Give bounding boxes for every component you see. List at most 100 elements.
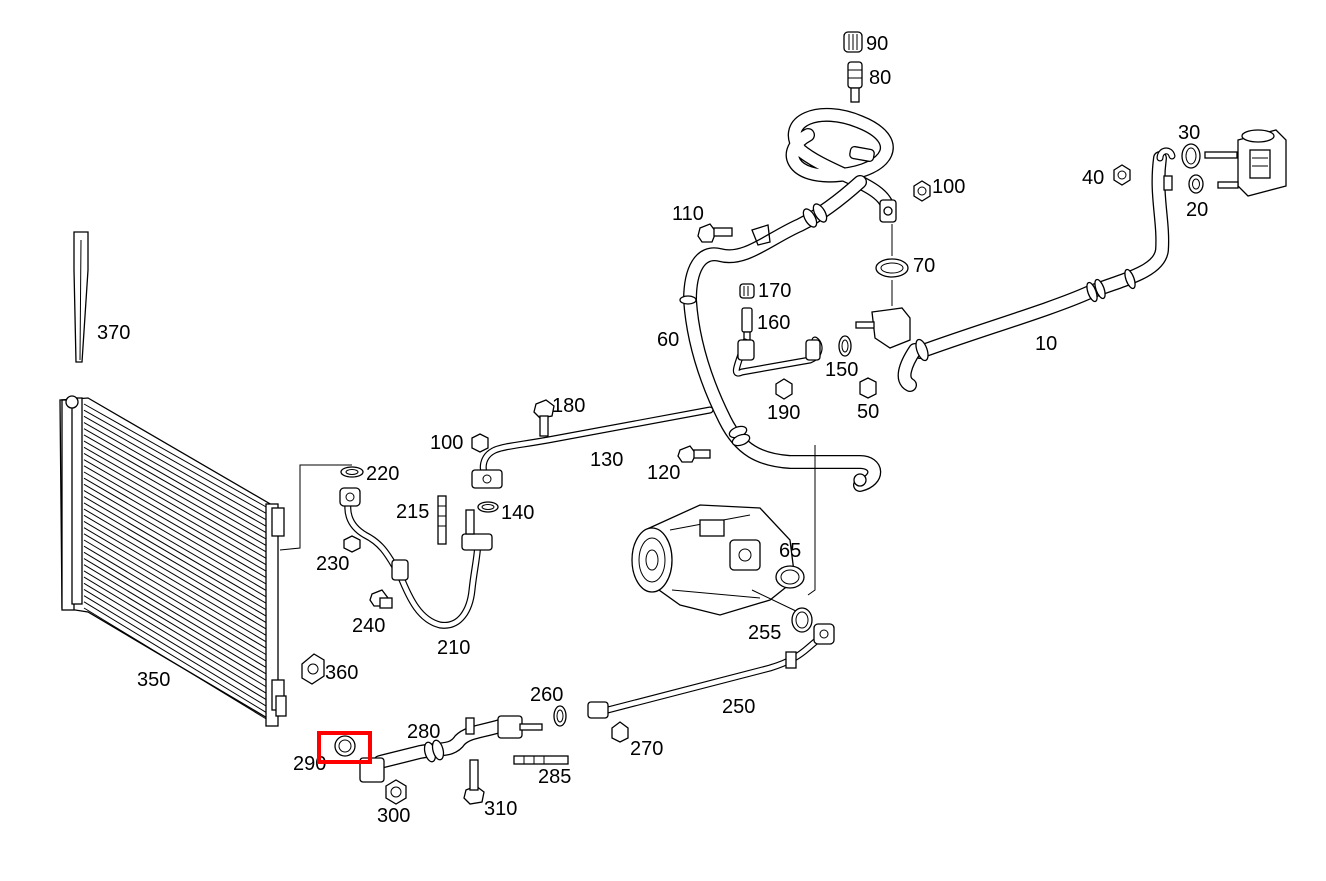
seal-strip-370[interactable] [73,231,89,363]
o-ring-65[interactable] [775,565,805,589]
condenser-fin [83,601,269,715]
label-140[interactable]: 140 [501,502,534,524]
nut-100-top[interactable] [913,180,931,202]
label-50[interactable]: 50 [857,401,879,423]
line-10[interactable] [855,147,1176,392]
condenser-fin [83,446,269,554]
condenser-fin [83,545,269,657]
condenser-fin [83,409,269,515]
label-100-mid[interactable]: 100 [430,432,463,454]
label-40[interactable]: 40 [1082,167,1104,189]
bolt-120[interactable] [677,445,711,463]
nut-270[interactable] [611,721,629,743]
condenser-fin [83,570,269,682]
label-210[interactable]: 210 [437,637,470,659]
condenser-fin [83,533,269,644]
nut-230[interactable] [343,535,361,553]
o-ring-30[interactable] [1181,143,1201,169]
nut-40[interactable] [1113,164,1131,186]
nut-50[interactable] [859,377,877,399]
compressor[interactable] [631,504,796,616]
line-250[interactable] [587,623,835,719]
o-ring-20[interactable] [1188,174,1204,194]
bolt-180[interactable] [533,399,555,437]
stud-285[interactable] [513,755,569,765]
condenser-fin [83,459,269,567]
condenser-fin [83,582,269,695]
label-270[interactable]: 270 [630,738,663,760]
label-220[interactable]: 220 [366,463,399,485]
pressure-switch-360[interactable] [301,653,325,685]
o-ring-70[interactable] [875,258,909,278]
label-260[interactable]: 260 [530,684,563,706]
service-valve-80[interactable] [847,61,863,103]
o-ring-260[interactable] [553,705,567,727]
label-100-top[interactable]: 100 [932,176,965,198]
label-215[interactable]: 215 [396,501,429,523]
cap-90[interactable] [843,31,863,53]
label-60[interactable]: 60 [657,329,679,351]
condenser-fin [83,403,269,509]
label-120[interactable]: 120 [647,462,680,484]
label-110[interactable]: 110 [672,203,704,225]
expansion-valve[interactable] [1204,129,1287,197]
o-ring-140[interactable] [477,501,499,513]
label-250[interactable]: 250 [722,696,755,718]
label-150[interactable]: 150 [825,359,858,381]
condenser-fin [83,521,269,631]
label-170[interactable]: 170 [758,280,791,302]
bolt-240[interactable] [369,589,393,609]
condenser-fin [83,527,269,637]
line-280[interactable] [359,715,543,783]
leader-220-bracket [279,464,352,551]
condenser-fin [83,539,269,650]
label-285[interactable]: 285 [538,766,571,788]
cap-170[interactable] [739,283,755,299]
condenser-fin [83,514,269,625]
label-180[interactable]: 180 [552,395,585,417]
valve-160[interactable] [741,307,753,341]
nut-300[interactable] [385,779,407,805]
o-ring-290[interactable] [334,735,356,757]
o-ring-150[interactable] [838,335,852,357]
label-370[interactable]: 370 [97,322,130,344]
leader-65 [807,445,816,596]
label-310[interactable]: 310 [484,798,517,820]
o-ring-255[interactable] [791,607,813,633]
condenser-350[interactable] [59,395,287,727]
nut-100-mid[interactable] [471,433,489,453]
label-160[interactable]: 160 [757,312,790,334]
o-ring-220[interactable] [340,466,364,478]
line-210[interactable] [339,487,493,629]
label-90[interactable]: 90 [866,33,888,55]
bolt-110[interactable] [697,223,733,243]
label-190[interactable]: 190 [767,402,800,424]
label-80[interactable]: 80 [869,67,891,89]
label-350[interactable]: 350 [137,669,170,691]
condenser-fin [83,551,269,663]
label-300[interactable]: 300 [377,805,410,827]
label-230[interactable]: 230 [316,553,349,575]
condenser-fin [83,477,269,586]
line-130[interactable] [471,406,714,489]
condenser-fin [83,490,269,599]
hose-60[interactable] [679,107,897,492]
nut-190[interactable] [775,378,793,400]
label-65[interactable]: 65 [779,540,801,562]
label-360[interactable]: 360 [325,662,358,684]
stud-215[interactable] [437,495,447,545]
label-255[interactable]: 255 [748,622,781,644]
condenser-fin [83,502,269,612]
bolt-310[interactable] [463,759,485,805]
label-30[interactable]: 30 [1178,122,1200,144]
label-240[interactable]: 240 [352,615,385,637]
highlight-box-290-top [317,731,372,764]
label-130[interactable]: 130 [590,449,623,471]
condenser-fin [83,415,269,522]
label-280[interactable]: 280 [407,721,440,743]
label-10[interactable]: 10 [1035,333,1057,355]
label-20[interactable]: 20 [1186,199,1208,221]
label-70[interactable]: 70 [913,255,935,277]
condenser-fin [83,440,269,547]
